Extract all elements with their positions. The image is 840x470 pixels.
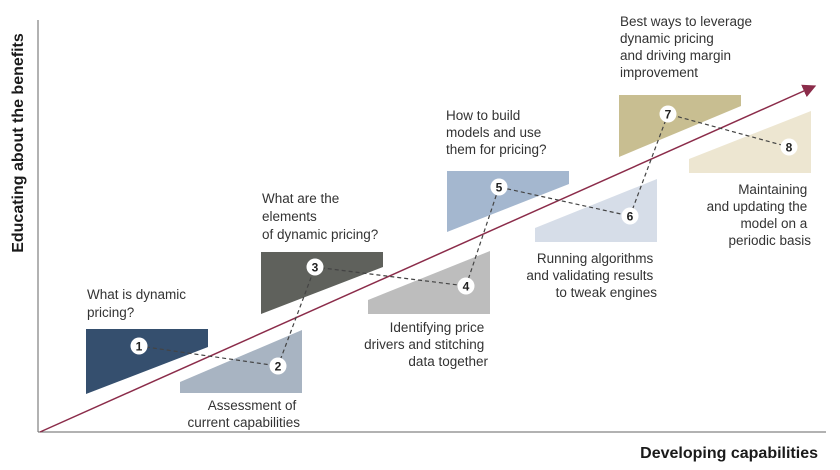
step-8-label-line: periodic basis: [728, 233, 811, 248]
step-8-label-line: Maintaining: [738, 182, 807, 197]
step-3-label: What are the elements of dynamic pricing…: [262, 191, 378, 242]
step-3-label-line: elements: [262, 209, 317, 224]
step-2-badge: 2: [269, 357, 287, 375]
step-7-number: 7: [665, 108, 672, 122]
step-5-badge: 5: [490, 178, 508, 196]
step-6-label-line: to tweak engines: [556, 285, 658, 300]
step-7-shape: [619, 95, 741, 157]
step-3-label-line: What are the: [262, 191, 339, 206]
y-axis-label: Educating about the benefits: [10, 33, 27, 253]
step-3-label-line: of dynamic pricing?: [262, 227, 378, 242]
step-8-label-line: and updating the: [707, 199, 808, 214]
trend-arrow: [39, 84, 817, 433]
step-7-label: Best ways to leverage dynamic pricing an…: [620, 14, 756, 80]
step-1-label-line: pricing?: [87, 305, 134, 320]
step-3-number: 3: [312, 261, 319, 275]
step-2-label-line: current capabilities: [187, 415, 300, 430]
step-2-label: Assessment of current capabilities: [187, 398, 300, 430]
step-7-badge: 7: [659, 105, 677, 123]
step-4-number: 4: [463, 280, 470, 294]
step-3-badge: 3: [306, 258, 324, 276]
step-4-label-line: drivers and stitching: [364, 337, 484, 352]
step-4-label-line: Identifying price: [390, 320, 485, 335]
step-1-label: What is dynamic pricing?: [87, 287, 190, 320]
step-7-label-line: Best ways to leverage: [620, 14, 752, 29]
step-6-label: Running algorithms and validating result…: [526, 251, 657, 300]
step-5-label-line: models and use: [446, 125, 541, 140]
step-7-label-line: dynamic pricing: [620, 31, 714, 46]
step-4-badge: 4: [457, 277, 475, 295]
step-5-number: 5: [496, 181, 503, 195]
step-2-number: 2: [275, 360, 282, 374]
step-4-label-line: data together: [408, 354, 488, 369]
step-5-label-line: How to build: [446, 108, 520, 123]
step-1-label-line: What is dynamic: [87, 287, 186, 302]
step-6-badge: 6: [621, 207, 639, 225]
step-connector-path: [138, 113, 790, 367]
step-3-shape: [261, 252, 383, 314]
step-shapes: [86, 95, 811, 394]
step-7-label-line: and driving margin: [620, 48, 731, 63]
step-5-label-line: them for pricing?: [446, 142, 547, 157]
step-1-badge: 1: [130, 337, 148, 355]
step-2-label-line: Assessment of: [208, 398, 297, 413]
step-8-label-line: model on a: [740, 216, 807, 231]
x-axis-label: Developing capabilities: [640, 445, 818, 462]
step-5-shape: [447, 171, 569, 232]
step-4-label: Identifying price drivers and stitching …: [364, 320, 488, 369]
step-8-number: 8: [786, 141, 793, 155]
step-1-number: 1: [136, 340, 143, 354]
step-6-label-line: and validating results: [526, 268, 653, 283]
step-7-label-line: improvement: [620, 65, 698, 80]
step-1-shape: [86, 329, 208, 394]
step-8-shape: [689, 111, 811, 173]
step-6-shape: [535, 179, 657, 242]
step-8-label: Maintaining and updating the model on a …: [707, 182, 812, 248]
step-2-shape: [180, 330, 302, 393]
step-5-label: How to build models and use them for pri…: [446, 108, 547, 157]
step-8-badge: 8: [780, 138, 798, 156]
step-6-label-line: Running algorithms: [537, 251, 654, 266]
step-6-number: 6: [627, 210, 634, 224]
step-4-shape: [368, 251, 490, 314]
